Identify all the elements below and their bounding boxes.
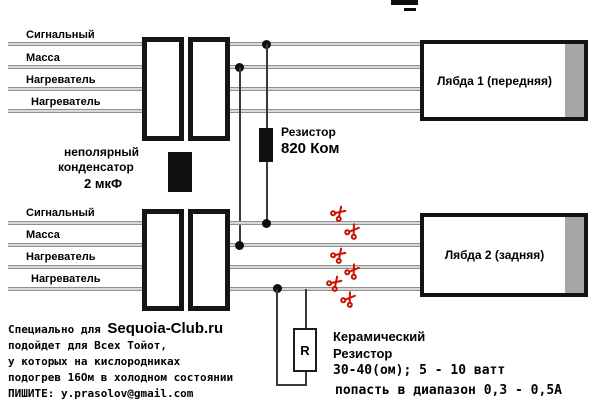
junction-dot: [262, 219, 271, 228]
lambda1-box: Лябда 1 (передняя): [420, 40, 588, 121]
resistor-820k-body: [259, 128, 273, 162]
ceramic-title-1: Керамический: [333, 329, 426, 344]
footer-line-3: у которых на кислородниках: [8, 355, 181, 368]
wire: [8, 221, 142, 225]
lambda1-stripe: [565, 44, 584, 117]
capacitor-2uf-body: [168, 152, 192, 192]
ceramic-loop-line: [276, 289, 278, 386]
footer-prefix: Специально для: [8, 323, 108, 336]
capacitor-label-1: неполярный: [64, 145, 140, 159]
signal-link-line: [266, 44, 268, 129]
lambda2-stripe: [565, 217, 584, 293]
wire: [230, 265, 420, 269]
junction-dot: [273, 284, 282, 293]
scan-artifact: [391, 0, 418, 5]
wire-label-heater1-bottom: Нагреватель: [26, 251, 96, 263]
wire-label-ground-top: Масса: [26, 52, 60, 64]
wire: [8, 87, 142, 91]
wire-label-heater2-top: Нагреватель: [31, 96, 101, 108]
connector-cell: [188, 209, 230, 311]
connector-block-bottom: [142, 209, 230, 311]
footer-brand: Sequoia-Club.ru: [107, 320, 224, 337]
wire-label-heater2-bottom: Нагреватель: [31, 273, 101, 285]
wire: [8, 243, 142, 247]
wire: [8, 265, 142, 269]
lambda2-box: Лябда 2 (задняя): [420, 213, 588, 297]
footer-line-4: подогрев 16Ом в холодном состоянии: [8, 371, 234, 384]
wire-label-signal-top: Сигнальный: [26, 29, 95, 41]
ceramic-loop-line: [305, 289, 307, 328]
footer-line-5: ПИШИТЕ: y.prasolov@gmail.com: [8, 387, 194, 400]
connector-cell: [188, 37, 230, 141]
wire: [230, 109, 420, 113]
wire: [8, 65, 142, 69]
scan-artifact: [404, 8, 416, 11]
wire: [230, 287, 420, 291]
resistor-820k-value: 820 Ком: [281, 140, 340, 157]
scissors-icon: [342, 220, 364, 242]
wire: [230, 243, 420, 247]
wire: [8, 109, 142, 113]
scissors-icon: [342, 260, 364, 282]
scissors-icon: [324, 272, 347, 295]
signal-link-line: [266, 162, 268, 223]
wire: [8, 42, 142, 46]
ceramic-resistor-symbol: R: [293, 328, 317, 372]
connector-cell: [142, 37, 184, 141]
ground-link-line: [239, 67, 241, 245]
connector-cell: [142, 209, 184, 311]
scissors-icon: [338, 288, 360, 310]
lambda1-label: Лябда 1 (передняя): [437, 73, 552, 88]
ceramic-spec: 30-40(ом); 5 - 10 ватт: [333, 363, 506, 378]
wire-label-ground-bottom: Масса: [26, 229, 60, 241]
resistor-820k-name: Резистор: [281, 125, 336, 139]
wire: [230, 42, 420, 46]
ceramic-loop-line: [305, 372, 307, 386]
scissors-icon: [328, 244, 351, 267]
wire-label-signal-bottom: Сигнальный: [26, 207, 95, 219]
footer-line-1: Специально для Sequoia-Club.ru: [8, 320, 223, 337]
wire: [230, 65, 420, 69]
capacitor-value: 2 мкФ: [84, 176, 123, 191]
wire: [8, 287, 142, 291]
wire: [230, 87, 420, 91]
connector-block-top: [142, 37, 230, 141]
capacitor-label-2: конденсатор: [58, 160, 134, 174]
ceramic-title-2: Резистор: [333, 346, 393, 361]
ceramic-target: попасть в диапазон 0,3 - 0,5А: [335, 383, 562, 398]
wire: [230, 221, 420, 225]
ceramic-loop-line: [276, 384, 307, 386]
scissors-icon: [328, 202, 351, 225]
lambda2-label: Лябда 2 (задняя): [444, 248, 545, 262]
wire-label-heater1-top: Нагреватель: [26, 74, 96, 86]
junction-dot: [235, 241, 244, 250]
footer-line-2: подойдет для Всех Тойот,: [8, 339, 167, 352]
